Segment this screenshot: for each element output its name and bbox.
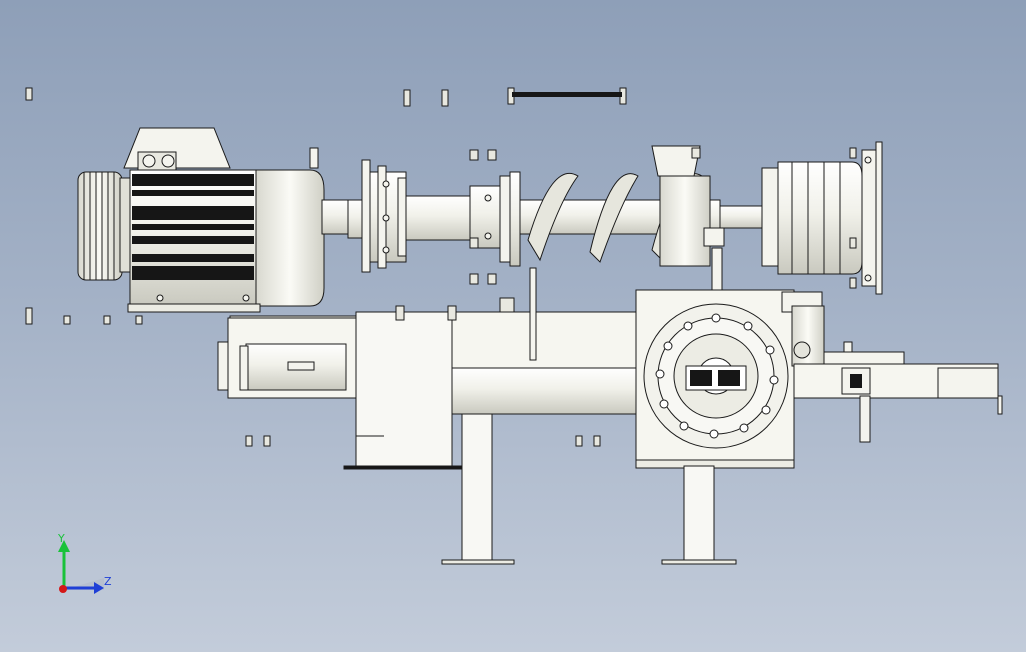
gearbox [635,227,795,469]
die-cutter-head [761,141,883,295]
side-discharge-housing [781,291,1003,443]
coordinate-triad: Y Z [57,532,112,594]
motor-assembly [77,127,351,313]
shaft-coupling [347,159,521,273]
y-axis-label: Y [57,532,65,545]
drive-pulley [77,171,123,281]
discharge-chute [355,311,453,469]
z-axis-label: Z [104,575,112,588]
lower-screw-conveyor [217,267,661,470]
motor-cooling-fins [132,174,254,280]
feed-hopper [651,145,711,267]
auger-screw [519,172,771,263]
motor-end-cap [255,169,325,307]
support-legs [441,413,737,565]
x-axis-origin [59,585,67,593]
exploded-rod [512,92,622,97]
